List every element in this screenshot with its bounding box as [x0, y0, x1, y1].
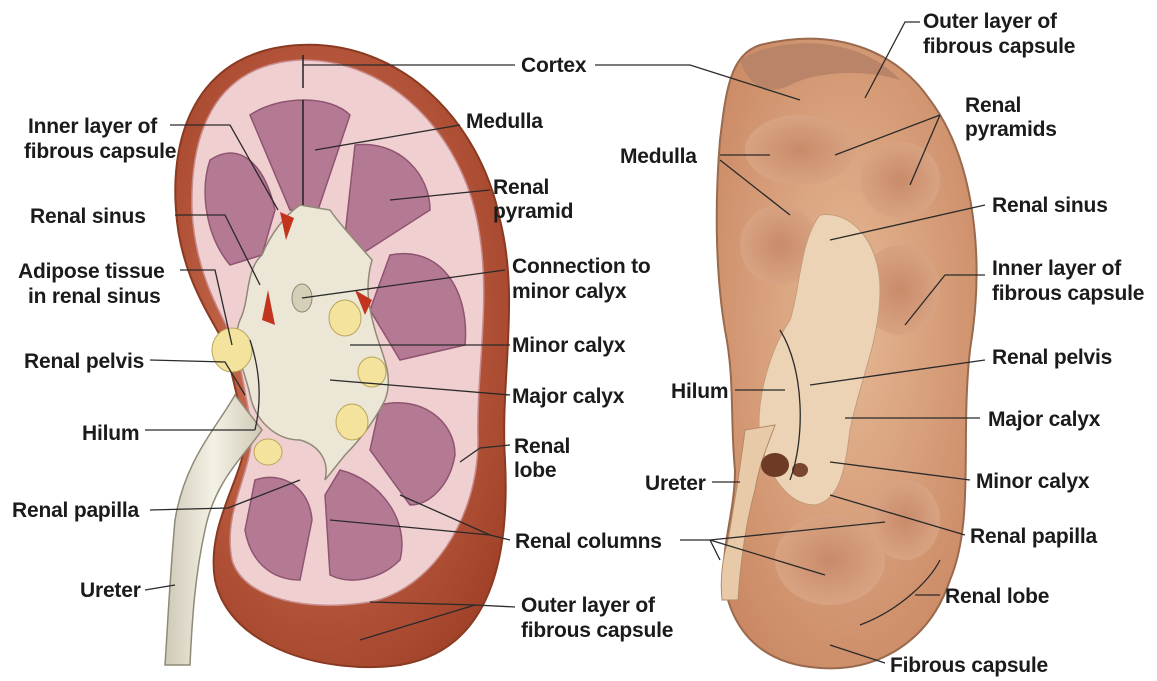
- label-connection-line2: minor calyx: [512, 280, 627, 303]
- label-r-renal-papilla: Renal papilla: [970, 525, 1097, 548]
- label-hilum: Hilum: [82, 422, 139, 445]
- label-r-outer-layer-line1: Outer layer of: [923, 10, 1058, 33]
- label-r-outer-layer-line2: fibrous capsule: [923, 35, 1075, 58]
- label-renal-sinus: Renal sinus: [30, 205, 146, 228]
- label-inner-layer-line2: fibrous capsule: [24, 140, 176, 163]
- left-adipose-tissue: [329, 300, 361, 336]
- label-r-hilum: Hilum: [671, 380, 728, 403]
- label-r-major-calyx: Major calyx: [988, 408, 1101, 431]
- label-major-calyx: Major calyx: [512, 385, 625, 408]
- label-r-ureter: Ureter: [645, 472, 706, 495]
- label-adipose-line1: Adipose tissue: [18, 260, 165, 283]
- right-renal-pyramid: [870, 480, 940, 560]
- label-renal-lobe-line2: lobe: [514, 459, 556, 482]
- label-renal-pyramid-line1: Renal: [493, 176, 549, 199]
- label-renal-pelvis: Renal pelvis: [24, 350, 144, 373]
- label-r-renal-lobe: Renal lobe: [945, 585, 1049, 608]
- label-renal-lobe-line1: Renal: [514, 435, 570, 458]
- left-kidney-illustration: [165, 45, 509, 667]
- label-r-minor-calyx: Minor calyx: [976, 470, 1090, 493]
- right-renal-pyramid: [860, 142, 940, 218]
- label-r-inner-layer-line2: fibrous capsule: [992, 282, 1144, 305]
- right-kidney-specimen: [717, 39, 977, 669]
- left-adipose-tissue: [254, 439, 282, 465]
- label-medulla: Medulla: [466, 110, 543, 133]
- label-adipose-line2: in renal sinus: [28, 285, 161, 308]
- label-r-medulla: Medulla: [620, 145, 697, 168]
- left-adipose-tissue: [212, 328, 252, 372]
- label-renal-columns: Renal columns: [515, 530, 662, 553]
- label-outer-layer-line2: fibrous capsule: [521, 619, 673, 642]
- label-renal-pyramid-line2: pyramid: [493, 200, 573, 223]
- label-r-renal-pyramids-line1: Renal: [965, 94, 1021, 117]
- label-r-fibrous-capsule: Fibrous capsule: [890, 654, 1048, 677]
- label-inner-layer-line1: Inner layer of: [28, 115, 158, 138]
- left-adipose-tissue: [336, 404, 368, 440]
- label-r-renal-pelvis: Renal pelvis: [992, 346, 1112, 369]
- label-ureter: Ureter: [80, 579, 141, 602]
- label-r-inner-layer-line1: Inner layer of: [992, 257, 1122, 280]
- label-renal-papilla: Renal papilla: [12, 499, 139, 522]
- label-connection-line1: Connection to: [512, 255, 651, 278]
- right-renal-pyramid: [775, 515, 885, 605]
- right-renal-pyramid: [745, 115, 855, 185]
- label-outer-layer-line1: Outer layer of: [521, 594, 656, 617]
- label-cortex: Cortex: [521, 54, 587, 77]
- label-r-renal-sinus: Renal sinus: [992, 194, 1108, 217]
- right-vessel-opening: [761, 453, 789, 477]
- label-r-renal-pyramids-line2: pyramids: [965, 118, 1057, 141]
- label-minor-calyx: Minor calyx: [512, 334, 626, 357]
